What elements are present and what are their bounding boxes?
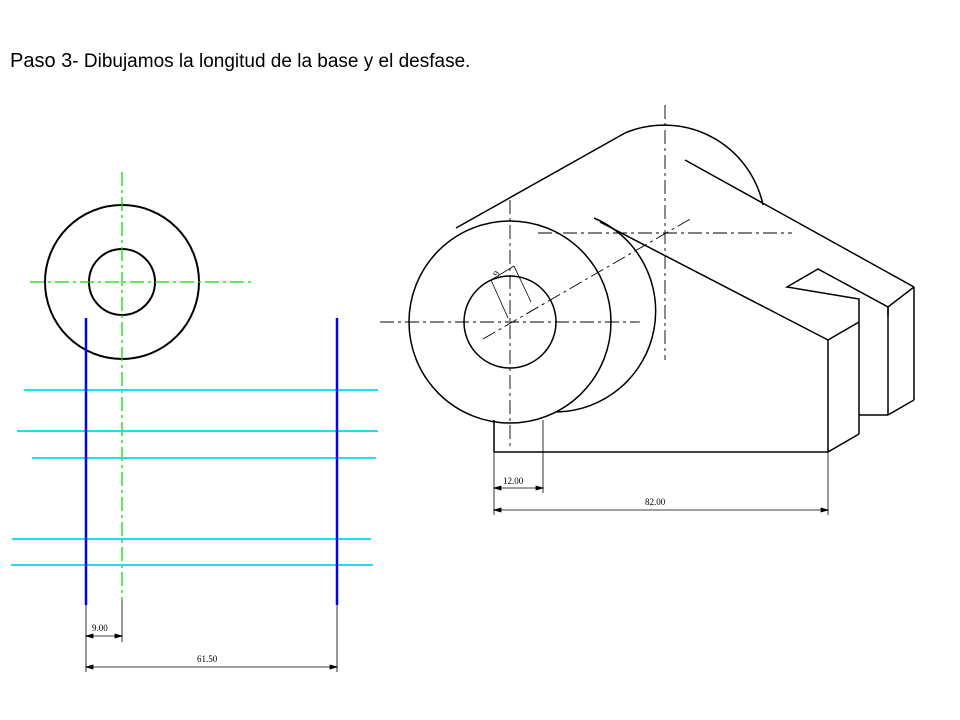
axis-diagonal bbox=[482, 217, 693, 340]
dimension-radius-label: 9 bbox=[491, 269, 502, 278]
dimension-offset-right bbox=[492, 420, 545, 515]
front-bottom-edge bbox=[827, 433, 860, 453]
title-step: Paso 3 bbox=[10, 50, 73, 72]
right-drawing bbox=[408, 124, 915, 453]
dimension-offset-label: 9.00 bbox=[92, 623, 108, 633]
left-drawing: 9.00 61.50 bbox=[11, 172, 378, 672]
slot-outline bbox=[784, 268, 889, 322]
dimension-offset bbox=[84, 600, 124, 672]
dimension-length-right-label: 82.00 bbox=[645, 497, 666, 507]
upper-diagonal-edge bbox=[684, 159, 915, 288]
back-cylinder-arc bbox=[624, 124, 764, 206]
right-bottom-edge bbox=[887, 399, 915, 416]
dimension-length-right bbox=[492, 452, 830, 515]
dimension-offset-right-label: 12.00 bbox=[503, 476, 524, 486]
front-top-edge bbox=[827, 321, 860, 341]
right-center-lines bbox=[380, 105, 792, 450]
guide-lines bbox=[11, 389, 378, 566]
cylinder-top-edge bbox=[455, 132, 626, 229]
slide-title: Paso 3- Dibujamos la longitud de la base… bbox=[10, 50, 470, 73]
dimension-radius bbox=[490, 265, 532, 319]
title-text: - Dibujamos la longitud de la base y el … bbox=[72, 51, 471, 72]
dimension-length bbox=[84, 605, 339, 672]
slot-top bbox=[887, 286, 915, 308]
dimension-length-label: 61.50 bbox=[197, 654, 218, 664]
lower-diagonal-edge bbox=[599, 221, 829, 341]
cylinder-inner-arc bbox=[556, 217, 657, 413]
